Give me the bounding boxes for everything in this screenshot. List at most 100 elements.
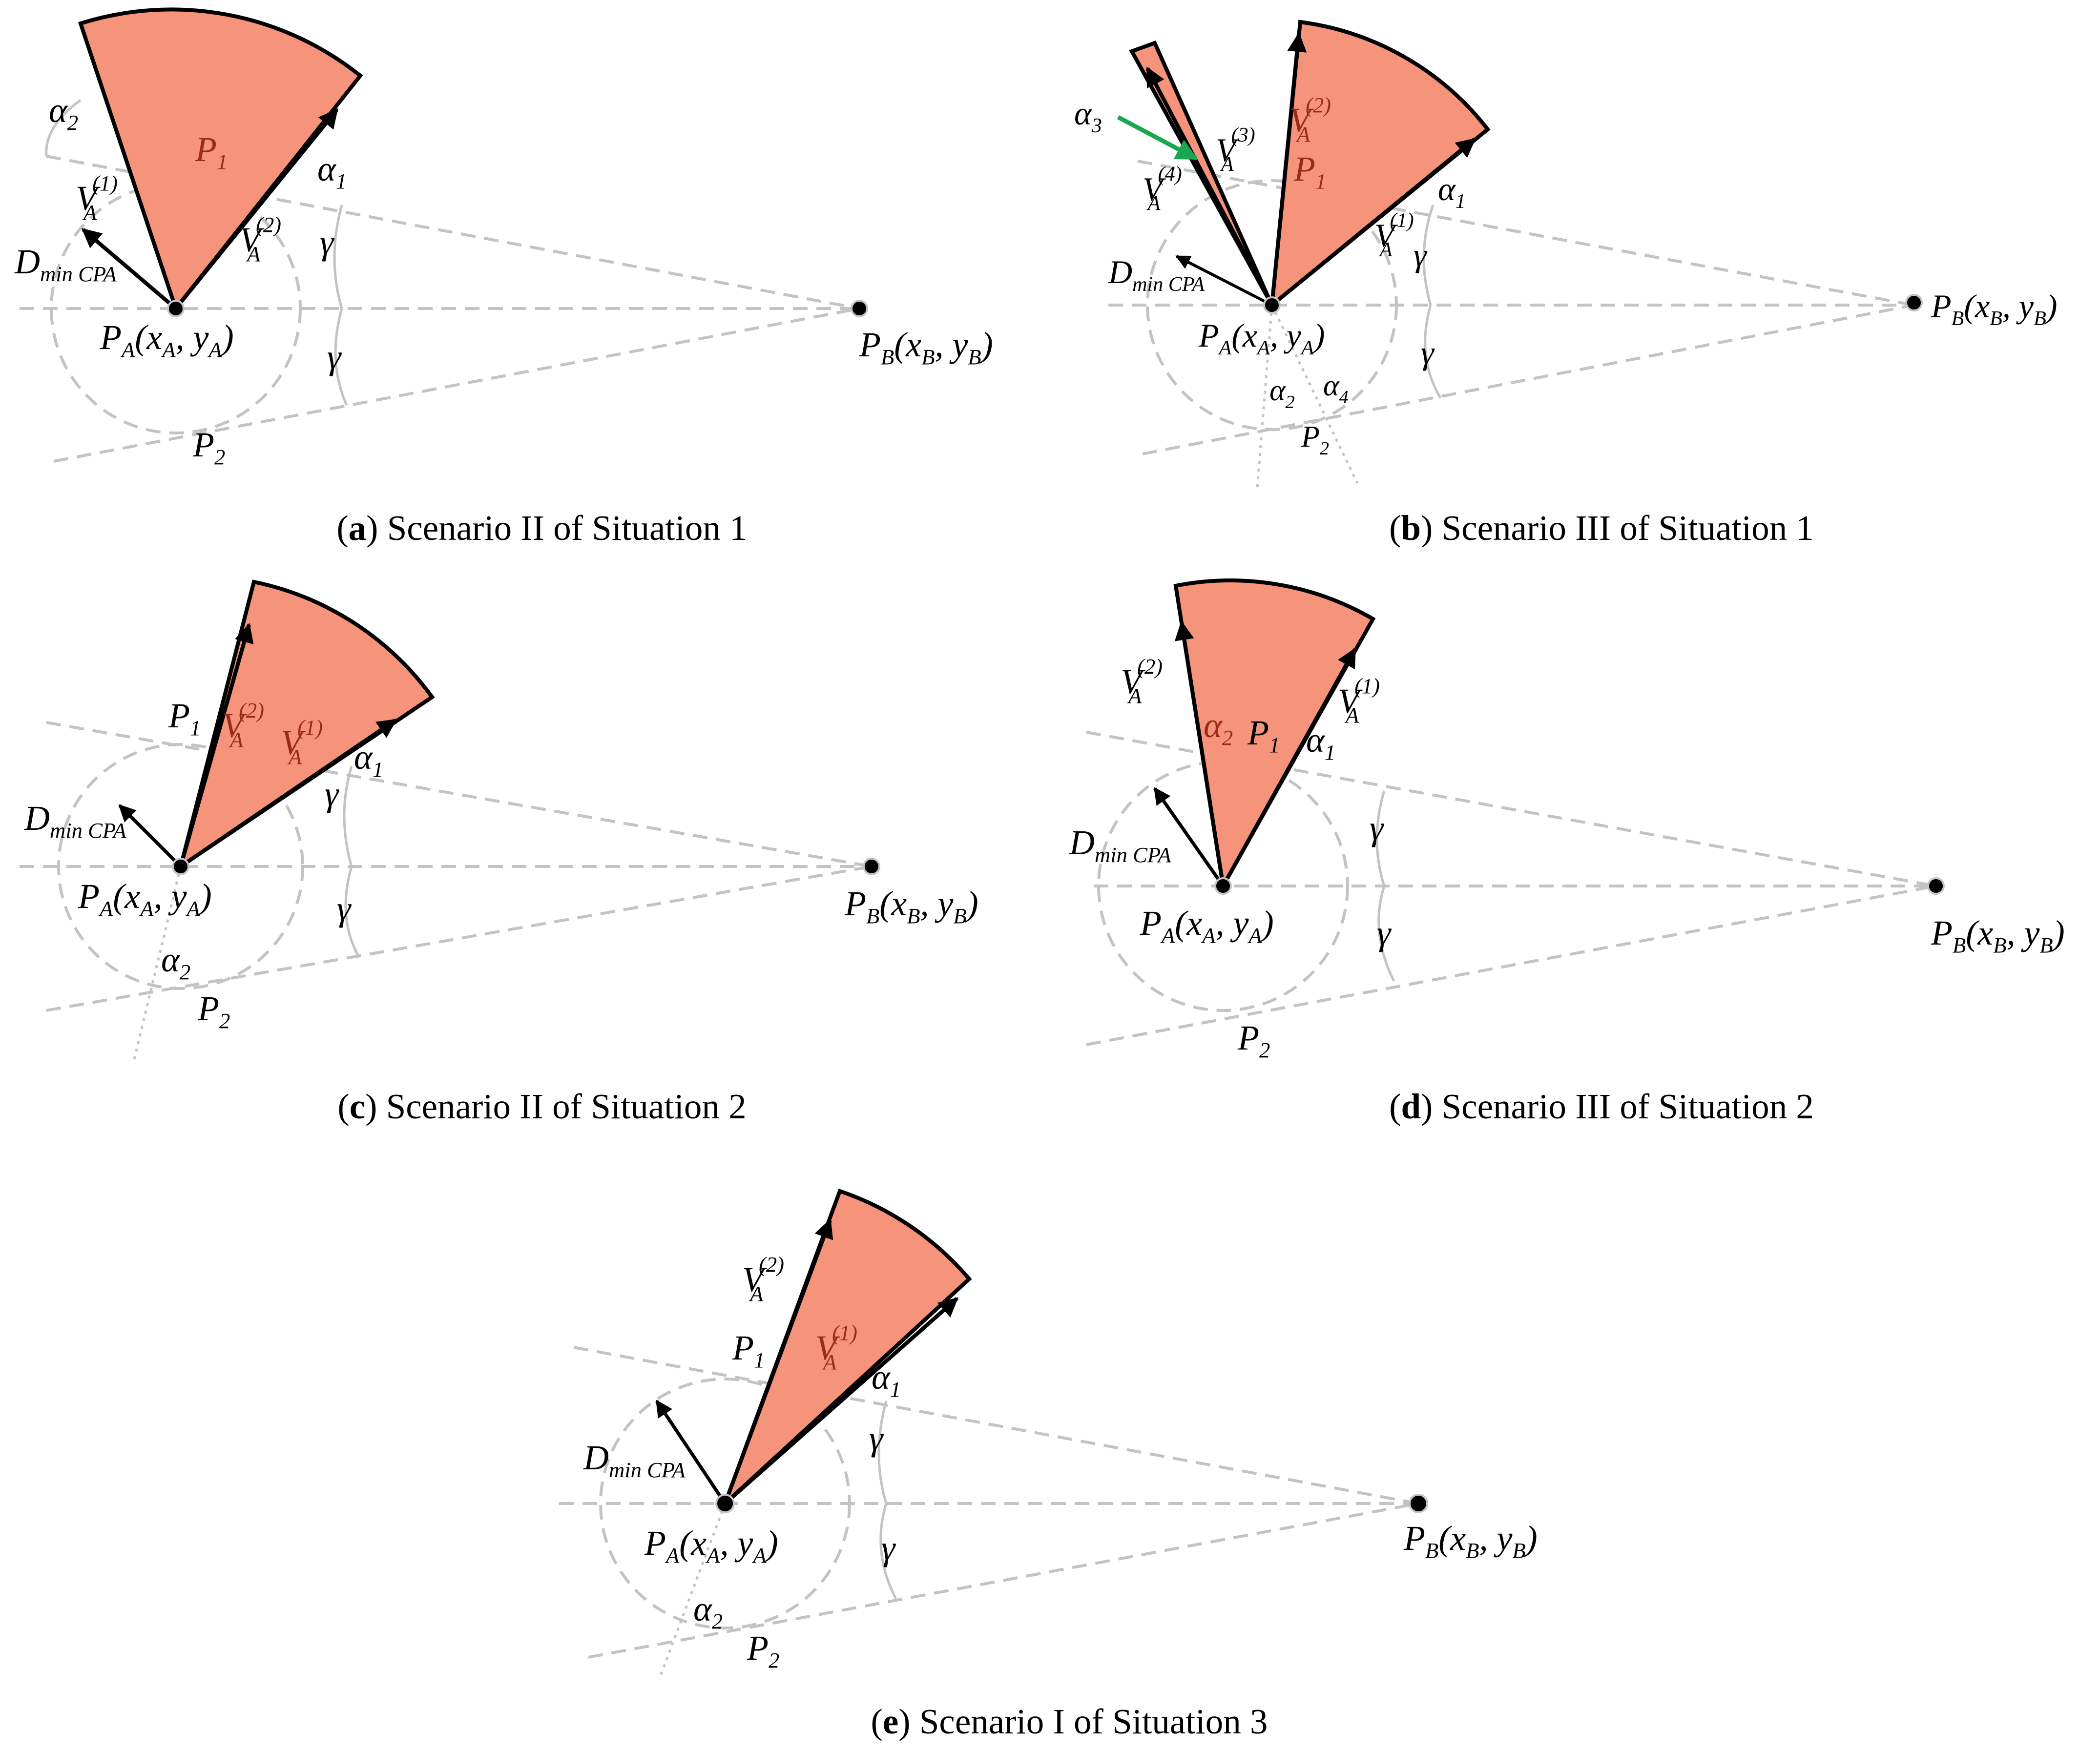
point-pa-a — [167, 300, 185, 317]
label-va1-b: V(1)A — [1374, 209, 1414, 261]
caption-b: (b) Scenario III of Situation 1 — [1389, 508, 1814, 548]
point-pb-e — [1409, 1494, 1428, 1513]
vector-va2-d — [1174, 620, 1225, 886]
label-p2-b: P2 — [1301, 420, 1329, 459]
dashed-geometry-e — [559, 1346, 1419, 1659]
label-p1-a: P1 — [195, 130, 228, 174]
caption-c: (c) Scenario II of Situation 2 — [337, 1087, 747, 1126]
vector-va1-b — [1270, 137, 1476, 307]
point-pb-d — [1927, 877, 1945, 895]
label-pa-a: PA(xA, yA) — [100, 318, 234, 362]
label-p2-d: P2 — [1237, 1018, 1270, 1062]
label-alpha2-b: α2 — [1269, 374, 1295, 412]
point-pa-d — [1214, 877, 1232, 895]
dotted-line-e — [658, 1503, 727, 1680]
label-va4-b: V(4)A — [1143, 163, 1182, 215]
point-pb-b — [1905, 294, 1923, 311]
label-gamma-upper-a: γ — [320, 223, 334, 262]
label-va2-a: V(2)A — [239, 212, 281, 266]
label-alpha1-c: α1 — [354, 738, 383, 782]
label-gamma-upper-e: γ — [869, 1419, 884, 1458]
dashed-geometry-c — [20, 721, 872, 1012]
vector-va2-b — [1270, 32, 1307, 306]
vector-va1-d — [1221, 647, 1357, 887]
label-dmin-e: Dmin CPA — [583, 1438, 686, 1482]
label-pb-a: PB(xB, yB) — [859, 325, 993, 369]
label-pa-d: PA(xA, yA) — [1140, 904, 1274, 948]
dashed-geometry-b — [1108, 160, 1914, 455]
vector-dmin-c — [118, 804, 182, 868]
label-va3-b: V(3)A — [1216, 124, 1255, 176]
vector-dmin-d — [1153, 787, 1225, 887]
vector-va2-a — [174, 108, 339, 310]
panel-a: α2 P1 α1 V(1)A V(2)A γ γ Dmin CPA PA(xA,… — [14, 7, 993, 469]
angle-arcs-c — [343, 766, 360, 958]
label-gamma-lower-d: γ — [1377, 913, 1392, 952]
label-p1-c: P1 — [168, 696, 201, 740]
angle-arcs-d — [1375, 790, 1395, 982]
label-dmin-c: Dmin CPA — [24, 799, 126, 843]
vector-va2-e — [723, 1218, 833, 1504]
label-alpha3-b: α3 — [1074, 95, 1102, 137]
angle-arcs-a — [45, 99, 348, 406]
dotted-lines-b — [1256, 304, 1359, 489]
label-alpha2-a: α2 — [49, 91, 78, 135]
velocity-sector-c — [177, 579, 435, 871]
angle-arcs-e — [877, 1401, 897, 1600]
panel-d: V(2)A V(1)A α2 P1 α1 Dmin CPA γ γ PA(xA,… — [1069, 578, 2065, 1062]
label-alpha2-d: α2 — [1204, 706, 1233, 750]
label-alpha1-b: α1 — [1438, 170, 1466, 213]
vector-va1-a — [81, 227, 177, 310]
point-pb-c — [863, 858, 880, 875]
label-pb-e: PB(xB, yB) — [1403, 1519, 1538, 1563]
vector-va1-c — [179, 718, 397, 868]
label-va2-b: V(2)A — [1289, 93, 1331, 146]
velocity-sector-d — [1173, 578, 1376, 892]
label-dmin-d: Dmin CPA — [1069, 823, 1171, 867]
panel-e: V(2)A P1 V(1)A α1 Dmin CPA γ γ PA(xA, yA… — [559, 1188, 1538, 1680]
label-gamma-upper-c: γ — [325, 774, 339, 813]
vector-va2-c — [179, 623, 254, 867]
dotted-line-c — [133, 866, 182, 1060]
label-va2-e: V(2)A — [742, 1252, 784, 1306]
green-pointer-arrow — [1117, 115, 1198, 161]
label-p2-c: P2 — [197, 989, 230, 1033]
caption-e: (e) Scenario I of Situation 3 — [871, 1702, 1268, 1741]
label-pa-e: PA(xA, yA) — [644, 1524, 778, 1567]
panel-c: P1 V(2)A V(1)A α1 Dmin CPA γ γ PA(xA, yA… — [20, 579, 978, 1060]
label-pa-c: PA(xA, yA) — [78, 877, 212, 921]
velocity-sector-e — [723, 1188, 972, 1505]
label-gamma-lower-a: γ — [327, 337, 342, 376]
velocity-sector-b — [1269, 20, 1491, 310]
point-pa-b — [1263, 296, 1281, 314]
label-pb-b: PB(xB, yB) — [1931, 288, 2058, 330]
label-gamma-lower-c: γ — [337, 889, 352, 928]
label-p1-b: P1 — [1293, 149, 1326, 193]
label-va2-c: V(2)A — [222, 698, 264, 752]
point-pb-a — [851, 300, 868, 317]
label-p2-e: P2 — [747, 1628, 779, 1672]
label-va1-e: V(1)A — [815, 1320, 857, 1374]
vector-va1-e — [724, 1297, 958, 1505]
label-gamma-lower-b: γ — [1421, 334, 1435, 371]
vector-va3-b — [1145, 66, 1274, 306]
label-alpha4-b: α4 — [1323, 369, 1349, 408]
label-dmin-a: Dmin CPA — [14, 242, 117, 286]
label-alpha1-e: α1 — [872, 1358, 901, 1401]
label-alpha2-c: α2 — [161, 940, 190, 984]
velocity-sector-a — [78, 7, 363, 313]
point-pa-e — [715, 1494, 735, 1513]
label-va1-c: V(1)A — [281, 715, 323, 769]
label-va1-a: V(1)A — [76, 171, 118, 225]
label-gamma-upper-b: γ — [1414, 236, 1428, 273]
label-dmin-b: Dmin CPA — [1108, 253, 1205, 296]
label-gamma-upper-d: γ — [1370, 808, 1384, 847]
label-va1-d: V(1)A — [1338, 674, 1380, 727]
label-pb-d: PB(xB, yB) — [1931, 913, 2065, 957]
point-pa-c — [172, 858, 189, 875]
vector-dmin-e — [655, 1400, 727, 1504]
label-alpha1-d: α1 — [1306, 721, 1335, 764]
label-p1-d: P1 — [1247, 713, 1280, 757]
panel-b: α3 V(3)A V(4)A V(2)A P1 α1 V(1)A γ γ Dmi… — [1074, 20, 2058, 489]
